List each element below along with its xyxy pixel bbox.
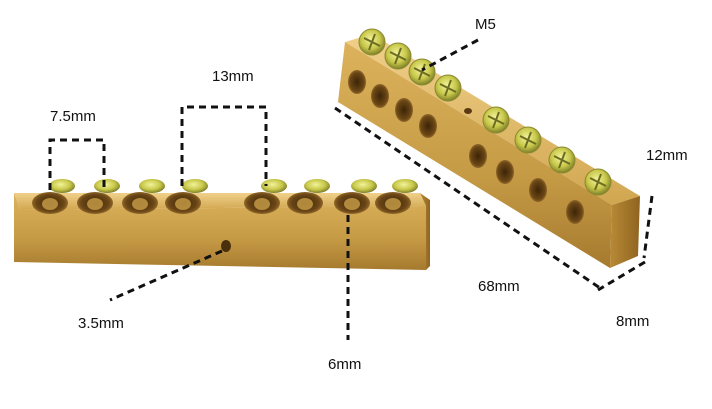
height-line (642, 195, 654, 259)
side-hole (221, 240, 231, 252)
side-hole (419, 114, 437, 138)
side-holes-right (348, 70, 584, 224)
side-hole (395, 98, 413, 122)
span-bracket (180, 105, 268, 186)
dimension-lines (48, 38, 654, 340)
terminal-bar-front (14, 179, 430, 270)
side-hole (496, 160, 514, 184)
length-label: 68mm (478, 278, 520, 295)
length-line (334, 106, 601, 290)
screw-thread (385, 198, 401, 210)
screw-heads-left (49, 179, 418, 193)
screw-slot (394, 47, 402, 65)
width-line (597, 260, 646, 292)
screw-head-icon (94, 179, 120, 193)
screw-holes-left (32, 192, 411, 214)
screw-head-icon (261, 179, 287, 193)
hole-size-label: 6mm (328, 356, 362, 373)
screw-head-icon (392, 179, 418, 193)
screw-thread (175, 198, 191, 210)
screw-heads-right (358, 28, 612, 196)
screw-slot (594, 173, 602, 191)
screw-head-icon (182, 179, 208, 193)
side-hole (529, 178, 547, 202)
screw-slot (558, 151, 566, 169)
screw-thread (344, 198, 360, 210)
screw-head-icon (304, 179, 330, 193)
side-hole (348, 70, 366, 94)
side-hole (469, 144, 487, 168)
screw-slot (444, 79, 452, 97)
center-hole (464, 108, 472, 114)
side-hole-leader (109, 249, 223, 302)
span-label: 13mm (212, 68, 254, 85)
screw-head-icon (49, 179, 75, 193)
height-label: 12mm (646, 147, 688, 164)
screw-thread (297, 198, 313, 210)
side-hole-label: 3.5mm (78, 315, 124, 332)
screw-leader (421, 38, 479, 72)
terminal-bar-angled (338, 28, 640, 268)
screw-thread (254, 198, 270, 210)
screw-thread (42, 198, 58, 210)
screw-head-icon (351, 179, 377, 193)
screw-slot (418, 63, 426, 81)
screw-head-icon (139, 179, 165, 193)
side-hole (371, 84, 389, 108)
pitch-bracket (48, 138, 106, 190)
width-label: 8mm (616, 313, 650, 330)
screw-thread (132, 198, 148, 210)
screw-slot (524, 131, 532, 149)
screw-thread (87, 198, 103, 210)
screw-slot (492, 111, 500, 129)
screw-label: M5 (475, 16, 496, 33)
screw-slot (368, 33, 376, 51)
pitch-label: 7.5mm (50, 108, 96, 125)
side-hole (566, 200, 584, 224)
